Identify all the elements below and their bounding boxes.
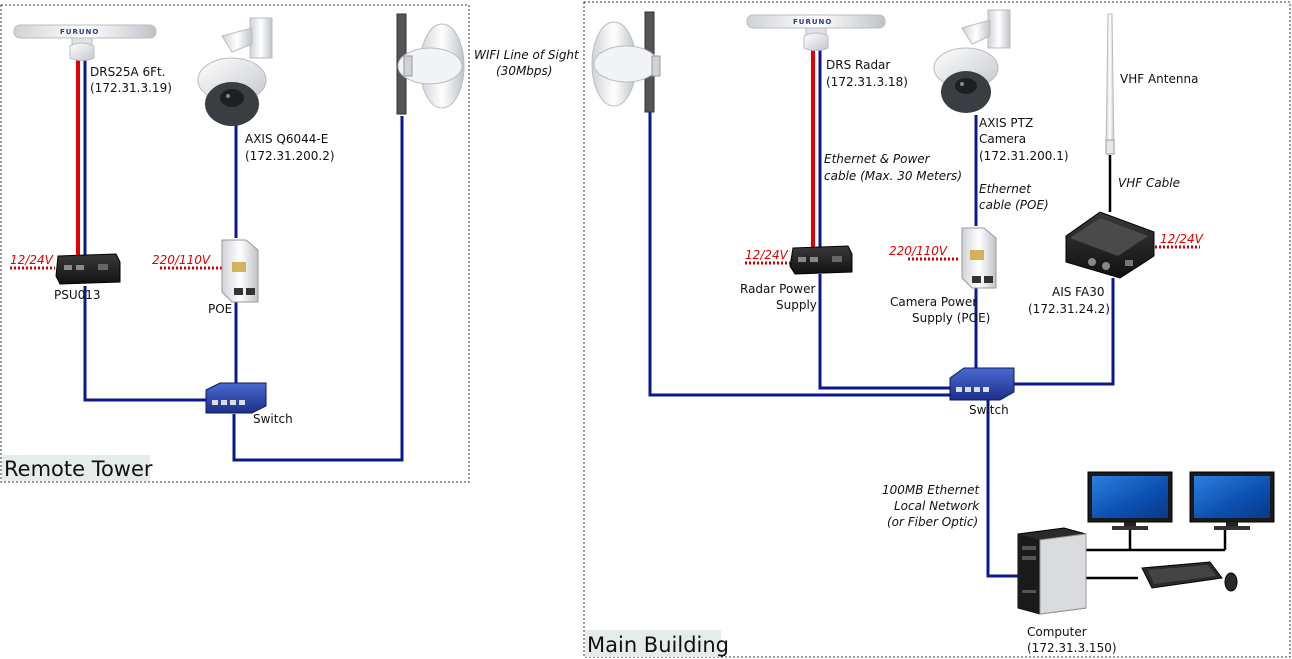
- camera-psu-voltage: 220/110V: [889, 244, 948, 258]
- lan-label-line2: Local Network: [894, 499, 980, 513]
- remote-tower-title-bg: [2, 455, 150, 481]
- svg-text:FURUNO: FURUNO: [793, 18, 832, 26]
- main-ptz-camera: [933, 9, 1011, 113]
- camera-psu-label-line1: Camera Power: [890, 295, 977, 309]
- main-switch-label: Switch: [969, 403, 1009, 417]
- ais-label: AIS FA30: [1052, 285, 1104, 299]
- wifi-label-line2: (30Mbps): [496, 64, 552, 78]
- wifi-label-line1: WIFI Line of Sight: [474, 48, 580, 62]
- main-switch-device: [949, 367, 1015, 401]
- main-wifi-dish: [591, 11, 661, 113]
- remote-poe-label: POE: [208, 302, 232, 316]
- main-camera-label-line2: Camera: [979, 132, 1026, 146]
- remote-switch-label: Switch: [253, 412, 293, 426]
- remote-tower-wiring: [10, 58, 404, 462]
- monitor-left: [1087, 471, 1173, 530]
- radar-power-supply-device: [789, 245, 853, 275]
- camera-power-supply-device: [961, 227, 997, 289]
- keyboard: [1141, 561, 1223, 589]
- remote-wifi-dish: [396, 13, 465, 115]
- ais-ip: (172.31.24.2): [1028, 302, 1110, 316]
- computer-label: Computer: [1027, 625, 1087, 639]
- remote-ptz-camera: [197, 17, 273, 126]
- remote-psu-voltage: 12/24V: [10, 253, 54, 267]
- poe-cable-label-line2: cable (POE): [979, 198, 1049, 212]
- computer-tower: [1017, 527, 1087, 615]
- ais-fa30-device: [1065, 211, 1155, 279]
- remote-psu-label: PSU013: [54, 288, 101, 302]
- remote-tower-border: [0, 4, 470, 483]
- main-building-title-bg: [585, 630, 721, 657]
- main-radar-label: DRS Radar: [826, 58, 890, 72]
- lan-label-line1: 100MB Ethernet: [882, 483, 981, 497]
- remote-poe-voltage: 220/110V: [152, 253, 211, 267]
- ais-voltage: 12/24V: [1160, 232, 1204, 246]
- poe-cable-label-line1: Ethernet: [979, 182, 1032, 196]
- vhf-antenna-label: VHF Antenna: [1120, 72, 1198, 86]
- radar-psu-voltage: 12/24V: [745, 248, 789, 262]
- vhf-antenna: [1105, 13, 1115, 155]
- radar-cable-label-line2: cable (Max. 30 Meters): [824, 169, 962, 183]
- remote-camera-label: AXIS Q6044-E: [245, 132, 328, 146]
- main-building-border: [583, 1, 1291, 658]
- radar-psu-label-line2: Supply: [776, 298, 817, 312]
- remote-poe-device: [221, 239, 259, 303]
- main-building-wiring: [648, 50, 1227, 580]
- camera-psu-label-line2: Supply (POE): [912, 311, 990, 325]
- main-radar-ip: (172.31.3.18): [826, 75, 908, 89]
- remote-radar-ip: (172.31.3.19): [90, 81, 172, 95]
- remote-tower-title: Remote Tower: [4, 457, 153, 481]
- mouse: [1224, 572, 1238, 592]
- main-radar-antenna: FURUNO: [746, 14, 886, 51]
- radar-cable-label-line1: Ethernet & Power: [824, 152, 931, 166]
- lan-label-line3: (or Fiber Optic): [887, 515, 978, 529]
- remote-radar-label: DRS25A 6Ft.: [90, 65, 166, 79]
- main-camera-ip: (172.31.200.1): [979, 149, 1069, 163]
- remote-radar-antenna: FURUNO: [13, 24, 157, 61]
- monitor-right: [1189, 471, 1275, 530]
- main-camera-label-line1: AXIS PTZ: [979, 116, 1033, 130]
- remote-psu-device: [55, 253, 121, 285]
- remote-camera-ip: (172.31.200.2): [245, 149, 335, 163]
- computer-ip: (172.31.3.150): [1027, 641, 1117, 655]
- vhf-cable-label: VHF Cable: [1118, 176, 1180, 190]
- radar-psu-label-line1: Radar Power: [740, 282, 815, 296]
- main-building-title: Main Building: [587, 633, 729, 657]
- remote-switch-device: [205, 382, 267, 414]
- svg-text:FURUNO: FURUNO: [60, 28, 99, 36]
